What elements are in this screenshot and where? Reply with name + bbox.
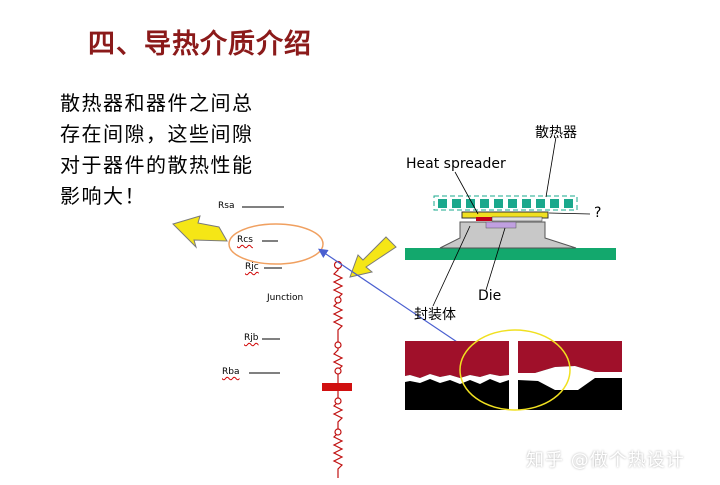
label-die: Die bbox=[478, 288, 502, 304]
description-text: 散热器和器件之间总 存在间隙，这些间隙 对于器件的散热性能 影响大！ bbox=[60, 88, 300, 212]
surface-image-left bbox=[405, 341, 509, 410]
label-junction: Junction bbox=[267, 293, 304, 303]
resistor-nodes bbox=[333, 260, 343, 436]
page-title: 四、导热介质介绍 bbox=[88, 29, 312, 60]
heatsink-outline bbox=[433, 195, 578, 211]
label-rjc: Rjc bbox=[245, 262, 259, 272]
label-package: 封装体 bbox=[414, 307, 456, 323]
package-body bbox=[439, 221, 577, 249]
surface-highlight-ellipse bbox=[459, 329, 571, 411]
blue-pointer-line bbox=[318, 248, 479, 357]
die bbox=[485, 221, 517, 229]
label-heat-spreader: Heat spreader bbox=[406, 156, 506, 172]
label-rsa: Rsa bbox=[218, 201, 235, 211]
description-line-4: 影响大！ bbox=[60, 184, 146, 208]
label-rba: Rba bbox=[222, 367, 240, 377]
label-rjb: Rjb bbox=[244, 333, 259, 343]
resistor-bar bbox=[322, 383, 352, 391]
heatsink-fins bbox=[438, 199, 573, 208]
label-heatsink: 散热器 bbox=[535, 125, 577, 141]
resistor-label-lines bbox=[242, 206, 284, 374]
description-line-2: 存在间隙，这些间隙 bbox=[60, 122, 254, 146]
package-cross-section bbox=[405, 136, 616, 307]
label-rcs: Rcs bbox=[237, 235, 253, 245]
circuit-board bbox=[405, 248, 616, 260]
right-yellow-arrow bbox=[349, 236, 397, 278]
description-line-1: 散热器和器件之间总 bbox=[60, 91, 254, 115]
interface-layer bbox=[491, 216, 543, 222]
left-yellow-arrow bbox=[172, 215, 228, 249]
interface-gap-marker bbox=[476, 217, 492, 221]
description-line-3: 对于器件的散热性能 bbox=[60, 153, 254, 177]
label-question: ? bbox=[594, 205, 602, 221]
rcs-highlight-ellipse bbox=[228, 223, 324, 265]
watermark: 知乎 @做个热设计 bbox=[526, 450, 685, 471]
